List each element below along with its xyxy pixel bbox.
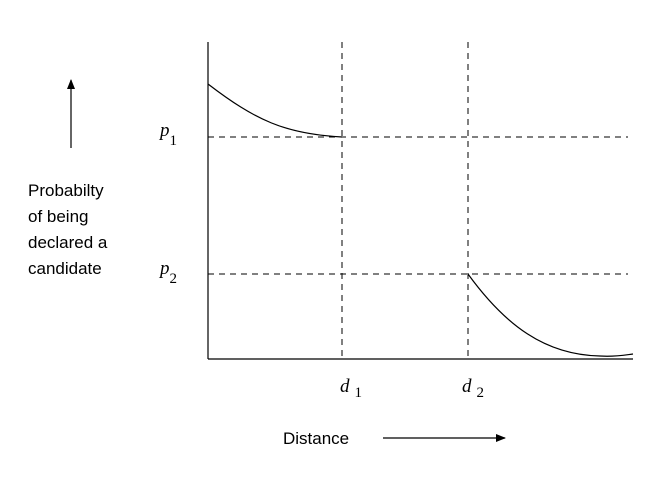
lower-decay-curve xyxy=(467,273,634,357)
y-axis-label: Probabilty of being declared a candidate xyxy=(28,181,112,278)
x-axis-label: Distance xyxy=(283,429,349,448)
upper-decay-curve xyxy=(207,83,343,138)
p1-label: p1 xyxy=(158,120,177,149)
p2-label: p2 xyxy=(158,258,177,287)
